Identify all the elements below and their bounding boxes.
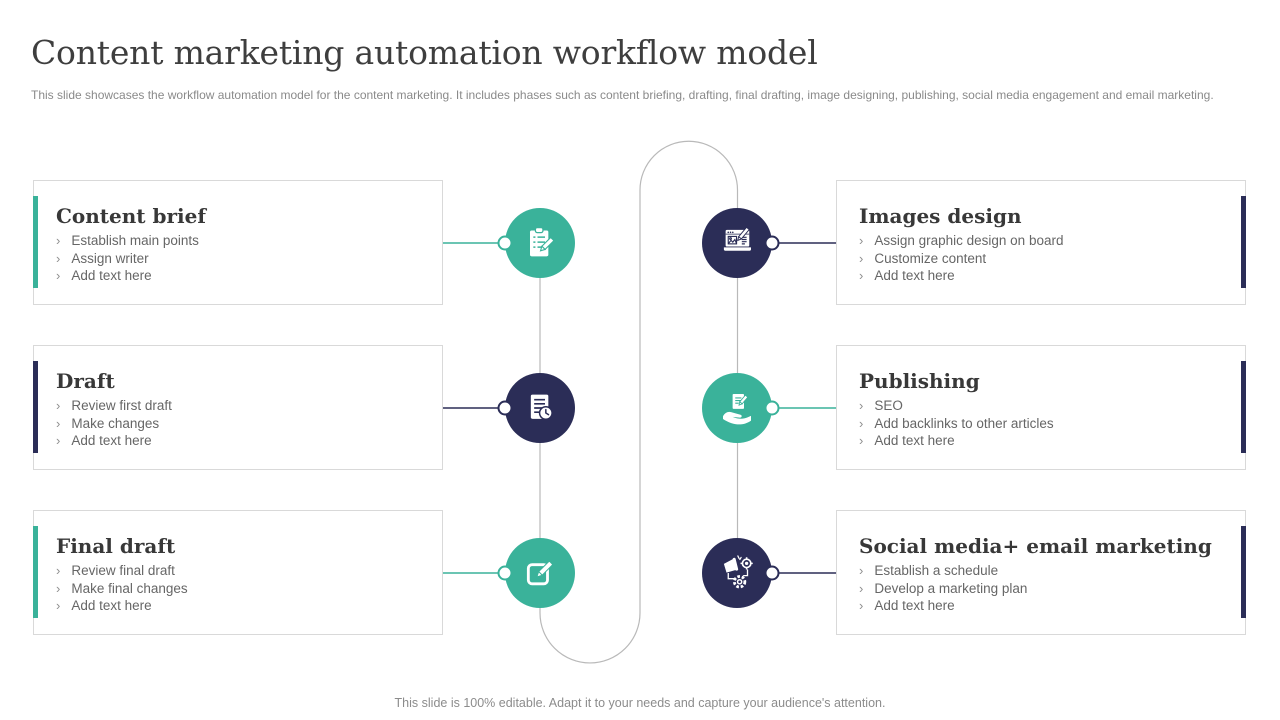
- chevron-bullet-icon: ›: [56, 598, 61, 613]
- phase-title: Final draft: [56, 534, 176, 558]
- bullet-text: Add backlinks to other articles: [874, 415, 1054, 431]
- chevron-bullet-icon: ›: [56, 415, 61, 431]
- phase-box-publishing[interactable]: Publishing › SEO › Add backlinks to other …: [836, 345, 1246, 470]
- bullet-item: › Assign writer: [56, 250, 432, 268]
- phase-title: Publishing: [859, 369, 980, 393]
- phase-bullets: › Review first draft › Make changes › Add t…: [34, 397, 442, 450]
- phase-title: Draft: [56, 369, 115, 393]
- chevron-bullet-icon: ›: [56, 250, 61, 266]
- bullet-text: Establish main points: [71, 233, 199, 248]
- phase-bullets: › Establish a schedule › Develop a marketi…: [837, 562, 1245, 615]
- clipboard-pencil-icon: [530, 226, 555, 257]
- bullet-text: Add text here: [71, 598, 152, 613]
- phase-title: Social media+ email marketing: [859, 534, 1212, 558]
- chevron-bullet-icon: ›: [56, 268, 61, 283]
- phase-box-content-brief[interactable]: Content brief › Establish main points › As…: [33, 180, 443, 305]
- chevron-bullet-icon: ›: [859, 268, 864, 283]
- chevron-bullet-icon: ›: [859, 580, 864, 596]
- phase-box-social-email-marketing[interactable]: Social media+ email marketing › Establish…: [836, 510, 1246, 635]
- bullet-item: › Review first draft: [56, 397, 432, 415]
- laptop-design-icon: [723, 226, 751, 251]
- chevron-bullet-icon: ›: [859, 250, 864, 266]
- chevron-bullet-icon: ›: [859, 398, 864, 413]
- bullet-item: › Assign graphic design on board: [859, 232, 1235, 250]
- bullet-item: › SEO: [859, 397, 1235, 415]
- bullet-text: Establish a schedule: [874, 563, 999, 578]
- phase-bullets: › SEO › Add backlinks to other articles › A…: [837, 397, 1245, 450]
- bullet-item: › Establish a schedule: [859, 562, 1235, 580]
- phase-bullets: › Assign graphic design on board › Customi…: [837, 232, 1245, 285]
- bullet-text: Add text here: [874, 268, 955, 283]
- phase-box-draft[interactable]: Draft › Review first draft › Make changes …: [33, 345, 443, 470]
- chevron-bullet-icon: ›: [859, 233, 864, 248]
- bullet-text: Add text here: [874, 433, 955, 448]
- bullet-text: Make changes: [71, 415, 160, 431]
- chevron-bullet-icon: ›: [56, 433, 61, 448]
- step-circle-social-email-marketing[interactable]: [702, 538, 772, 608]
- bullet-text: Review first draft: [71, 398, 172, 413]
- chevron-bullet-icon: ›: [56, 233, 61, 248]
- accent-bar: [1241, 196, 1246, 288]
- bullet-item: › Make changes: [56, 415, 432, 433]
- chevron-bullet-icon: ›: [859, 598, 864, 613]
- step-circle-images-design[interactable]: [702, 208, 772, 278]
- chevron-bullet-icon: ›: [56, 398, 61, 413]
- chevron-bullet-icon: ›: [859, 415, 864, 431]
- bullet-text: Add text here: [71, 433, 152, 448]
- step-circle-draft[interactable]: [505, 373, 575, 443]
- chevron-bullet-icon: ›: [859, 563, 864, 578]
- accent-bar: [1241, 526, 1246, 618]
- hand-document-icon: [723, 394, 751, 425]
- phase-title: Images design: [859, 204, 1022, 228]
- accent-bar: [33, 361, 38, 453]
- bullet-item: › Add text here: [859, 432, 1235, 450]
- bullet-text: Add text here: [71, 268, 152, 283]
- accent-bar: [33, 526, 38, 618]
- edit-pencil-icon: [526, 560, 553, 586]
- bullet-item: › Add text here: [56, 432, 432, 450]
- accent-bar: [1241, 361, 1246, 453]
- bullet-text: Develop a marketing plan: [874, 580, 1028, 596]
- bullet-item: › Establish main points: [56, 232, 432, 250]
- bullet-item: › Add text here: [859, 597, 1235, 615]
- slide-description: This slide showcases the workflow automa…: [31, 88, 1214, 102]
- phase-box-final-draft[interactable]: Final draft › Review final draft › Make fi…: [33, 510, 443, 635]
- bullet-text: Customize content: [874, 250, 987, 266]
- bullet-item: › Develop a marketing plan: [859, 580, 1235, 598]
- phase-title: Content brief: [56, 204, 206, 228]
- document-clock-icon: [530, 394, 553, 420]
- bullet-text: Make final changes: [71, 580, 188, 596]
- bullet-item: › Add text here: [56, 267, 432, 285]
- phase-bullets: › Establish main points › Assign writer › A…: [34, 232, 442, 285]
- bullet-item: › Add text here: [859, 267, 1235, 285]
- bullet-item: › Add backlinks to other articles: [859, 415, 1235, 433]
- editable-note: This slide is 100% editable. Adapt it to…: [394, 696, 886, 710]
- bullet-item: › Add text here: [56, 597, 432, 615]
- step-circle-publishing[interactable]: [702, 373, 772, 443]
- step-circle-content-brief[interactable]: [505, 208, 575, 278]
- phase-bullets: ›Review final draft ›Make final changes …: [34, 562, 442, 615]
- bullet-item: › Make final changes: [56, 580, 432, 598]
- bullet-text: SEO: [874, 398, 903, 413]
- bullet-text: Add text here: [874, 598, 955, 613]
- bullet-text: Assign writer: [71, 250, 149, 266]
- bullet-text: Assign graphic design on board: [874, 233, 1064, 248]
- bullet-text: Review final draft: [71, 563, 175, 578]
- chevron-bullet-icon: ›: [859, 433, 864, 448]
- bullet-item: › Customize content: [859, 250, 1235, 268]
- phase-box-images-design[interactable]: Images design › Assign graphic design on …: [836, 180, 1246, 305]
- chevron-bullet-icon: ›: [56, 580, 61, 596]
- megaphone-automation-icon: [723, 555, 753, 589]
- chevron-bullet-icon: ›: [56, 563, 61, 578]
- bullet-item: › Review final draft: [56, 562, 432, 580]
- accent-bar: [33, 196, 38, 288]
- page-title: Content marketing automation workflow mo…: [31, 33, 818, 72]
- step-circle-final-draft[interactable]: [505, 538, 575, 608]
